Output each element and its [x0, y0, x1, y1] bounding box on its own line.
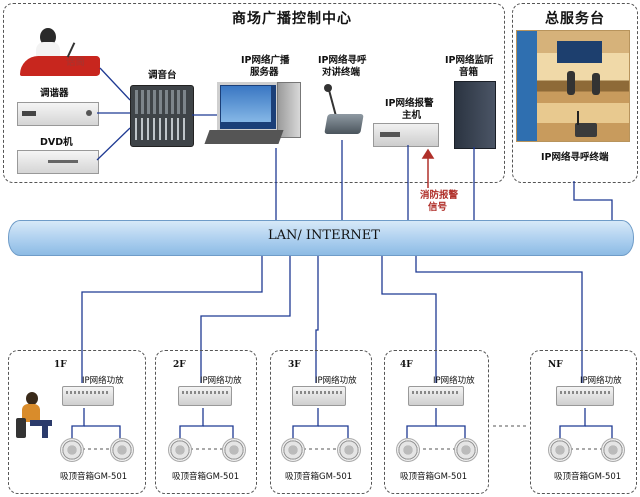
floor-2-label: 2F [173, 360, 186, 370]
floorN-amp-speakers-line [559, 408, 586, 438]
floor3-amp-speakers-line2 [318, 425, 349, 438]
floor-1-speaker-right [110, 438, 134, 462]
floor-3-speaker-label: 吸顶音箱GM-501 [285, 472, 353, 482]
floor4-amp-speakers-line2 [436, 425, 466, 438]
floor-n-speaker-right [601, 438, 625, 462]
floor-3-amp-label: IP网络功放 [315, 376, 357, 386]
alarm-device [373, 123, 439, 147]
floor-3-box [270, 350, 372, 494]
mixer-device [130, 85, 194, 147]
floor-1-operator-image [12, 392, 58, 442]
lan-to-floor2-line [200, 252, 291, 383]
monitor-label-line1: IP网络监听 [445, 55, 494, 66]
lan-to-floor3-line [315, 252, 319, 383]
floor-4-label: 4F [400, 360, 413, 370]
floor-2-speaker-right [222, 438, 246, 462]
floor-4-speaker-left [396, 438, 420, 462]
lan-to-floor4-line [381, 252, 437, 383]
control-center-title: 商场广播控制中心 [232, 11, 352, 27]
alarm-label-line2: 主机 [402, 110, 422, 121]
dvd-to-mixer-line [96, 127, 131, 161]
floor-4-speaker-right [454, 438, 478, 462]
floor-n-speaker-label: 吸顶音箱GM-501 [554, 472, 622, 482]
floor-n-box [530, 350, 637, 494]
tuner-device [17, 102, 99, 126]
floor-1-speaker-left [60, 438, 84, 462]
floor2-amp-speakers-line [179, 408, 204, 438]
dvd-label: DVD机 [40, 137, 73, 148]
dvd-device [17, 150, 99, 174]
mic-label: 话筒 [66, 57, 86, 68]
desk-to-lan-line [573, 181, 613, 222]
fire-alarm-label-line1: 消防报警 [420, 190, 459, 201]
lan-pipe [8, 220, 634, 256]
floor-2-speaker-left [168, 438, 192, 462]
floor-n-speaker-left [548, 438, 572, 462]
server-label-line1: IP网络广播 [241, 55, 290, 66]
floor-1-box [8, 350, 146, 494]
lan-label: LAN/ INTERNET [268, 228, 380, 243]
floor-n-label: NF [548, 360, 563, 370]
floor-3-speaker-right [337, 438, 361, 462]
floor-2-amp-label: IP网络功放 [200, 376, 242, 386]
mic-operator-image [20, 28, 100, 78]
tuner-label: 调谐器 [40, 88, 69, 99]
intercom-label-line1: IP网络寻呼 [318, 55, 367, 66]
fire-alarm-label-line2: 信号 [428, 202, 448, 213]
intercom-label-line2: 对讲终端 [322, 67, 361, 78]
service-desk-title: 总服务台 [545, 11, 605, 27]
floor-n-amplifier [556, 386, 614, 406]
service-desk-terminal-label: IP网络寻呼终端 [541, 152, 609, 163]
monitor-speaker-device [454, 81, 496, 149]
lan-to-floor1-line [81, 252, 263, 383]
alarm-label-line1: IP网络报警 [385, 98, 434, 109]
mic-to-mixer-line [99, 67, 131, 101]
floor4-amp-speakers-line [406, 408, 437, 438]
floor-3-speaker-left [281, 438, 305, 462]
floor-1-amplifier [62, 386, 114, 406]
floor1-amp-speakers-line [71, 408, 85, 438]
floor-1-speaker-label: 吸顶音箱GM-501 [60, 472, 128, 482]
floor-1-amp-label: IP网络功放 [82, 376, 124, 386]
floor-2-amplifier [178, 386, 232, 406]
server-device [204, 82, 301, 150]
floor2-amp-speakers-line2 [203, 425, 234, 438]
floor-4-amp-label: IP网络功放 [433, 376, 475, 386]
floor-2-box [155, 350, 257, 494]
floor-4-amplifier [408, 386, 464, 406]
floor-3-label: 3F [288, 360, 301, 370]
lan-to-floorN-line [415, 252, 583, 383]
floor-1-label: 1F [54, 360, 67, 370]
floor-4-speaker-label: 吸顶音箱GM-501 [400, 472, 468, 482]
floor-4-box [384, 350, 489, 494]
fire-alarm-arrow-head [421, 148, 435, 159]
floor1-amp-speakers-line2 [84, 425, 121, 438]
service-desk-photo [516, 30, 630, 142]
mixer-label: 调音台 [148, 70, 177, 81]
intercom-device [320, 84, 365, 140]
service-desk-region [512, 3, 638, 183]
floor-2-speaker-label: 吸顶音箱GM-501 [172, 472, 240, 482]
control-center-region [3, 3, 505, 183]
floor3-amp-speakers-line [292, 408, 319, 438]
monitor-label-line2: 音箱 [459, 67, 479, 78]
server-label-line2: 服务器 [250, 67, 279, 78]
floorN-amp-speakers-line2 [585, 425, 613, 438]
floor-3-amplifier [292, 386, 346, 406]
floor-n-amp-label: IP网络功放 [580, 376, 622, 386]
